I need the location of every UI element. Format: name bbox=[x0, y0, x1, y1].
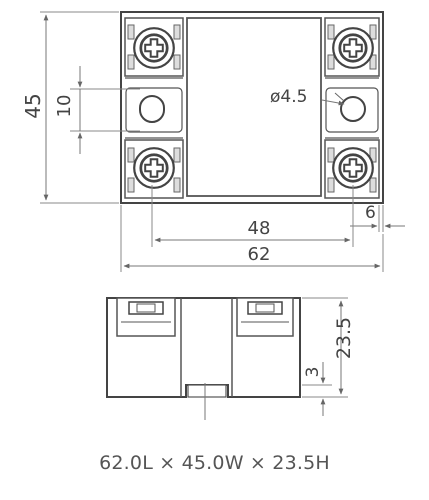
screw-top-right-icon bbox=[331, 26, 375, 70]
dim-hole-diameter-label: ø4.5 bbox=[270, 87, 307, 107]
dim-10-label: 10 bbox=[54, 95, 75, 118]
screw-bottom-left-icon bbox=[132, 146, 176, 190]
screw-bottom-right-icon bbox=[331, 146, 375, 190]
dim-hole-diameter bbox=[321, 99, 345, 106]
dim-48 bbox=[151, 185, 354, 247]
mounting-hole-left bbox=[125, 87, 183, 133]
dim-3 bbox=[302, 362, 332, 416]
dim-10 bbox=[70, 66, 140, 154]
dim-6-label: 6 bbox=[365, 203, 376, 223]
side-terminal-left bbox=[116, 297, 176, 337]
dim-6 bbox=[350, 205, 405, 232]
dim-23-5 bbox=[302, 297, 348, 398]
dim-23-5-label: 23.5 bbox=[333, 317, 355, 359]
dim-45-label: 45 bbox=[21, 93, 45, 118]
mounting-hole-right bbox=[325, 87, 379, 133]
dim-62 bbox=[120, 205, 384, 272]
relay-center-cover bbox=[186, 17, 322, 197]
top-view: 45 10 ø4.5 6 48 bbox=[21, 11, 405, 272]
dim-48-label: 48 bbox=[248, 218, 271, 239]
side-view: 23.5 3 bbox=[106, 297, 355, 420]
side-terminal-right bbox=[236, 297, 294, 337]
screw-top-left-icon bbox=[132, 26, 176, 70]
dim-45 bbox=[40, 11, 119, 204]
dimensions-caption: 62.0L × 45.0W × 23.5H bbox=[99, 452, 330, 474]
side-bottom-tab bbox=[187, 384, 227, 398]
dim-62-label: 62 bbox=[248, 244, 271, 265]
dim-3-label: 3 bbox=[303, 367, 323, 378]
